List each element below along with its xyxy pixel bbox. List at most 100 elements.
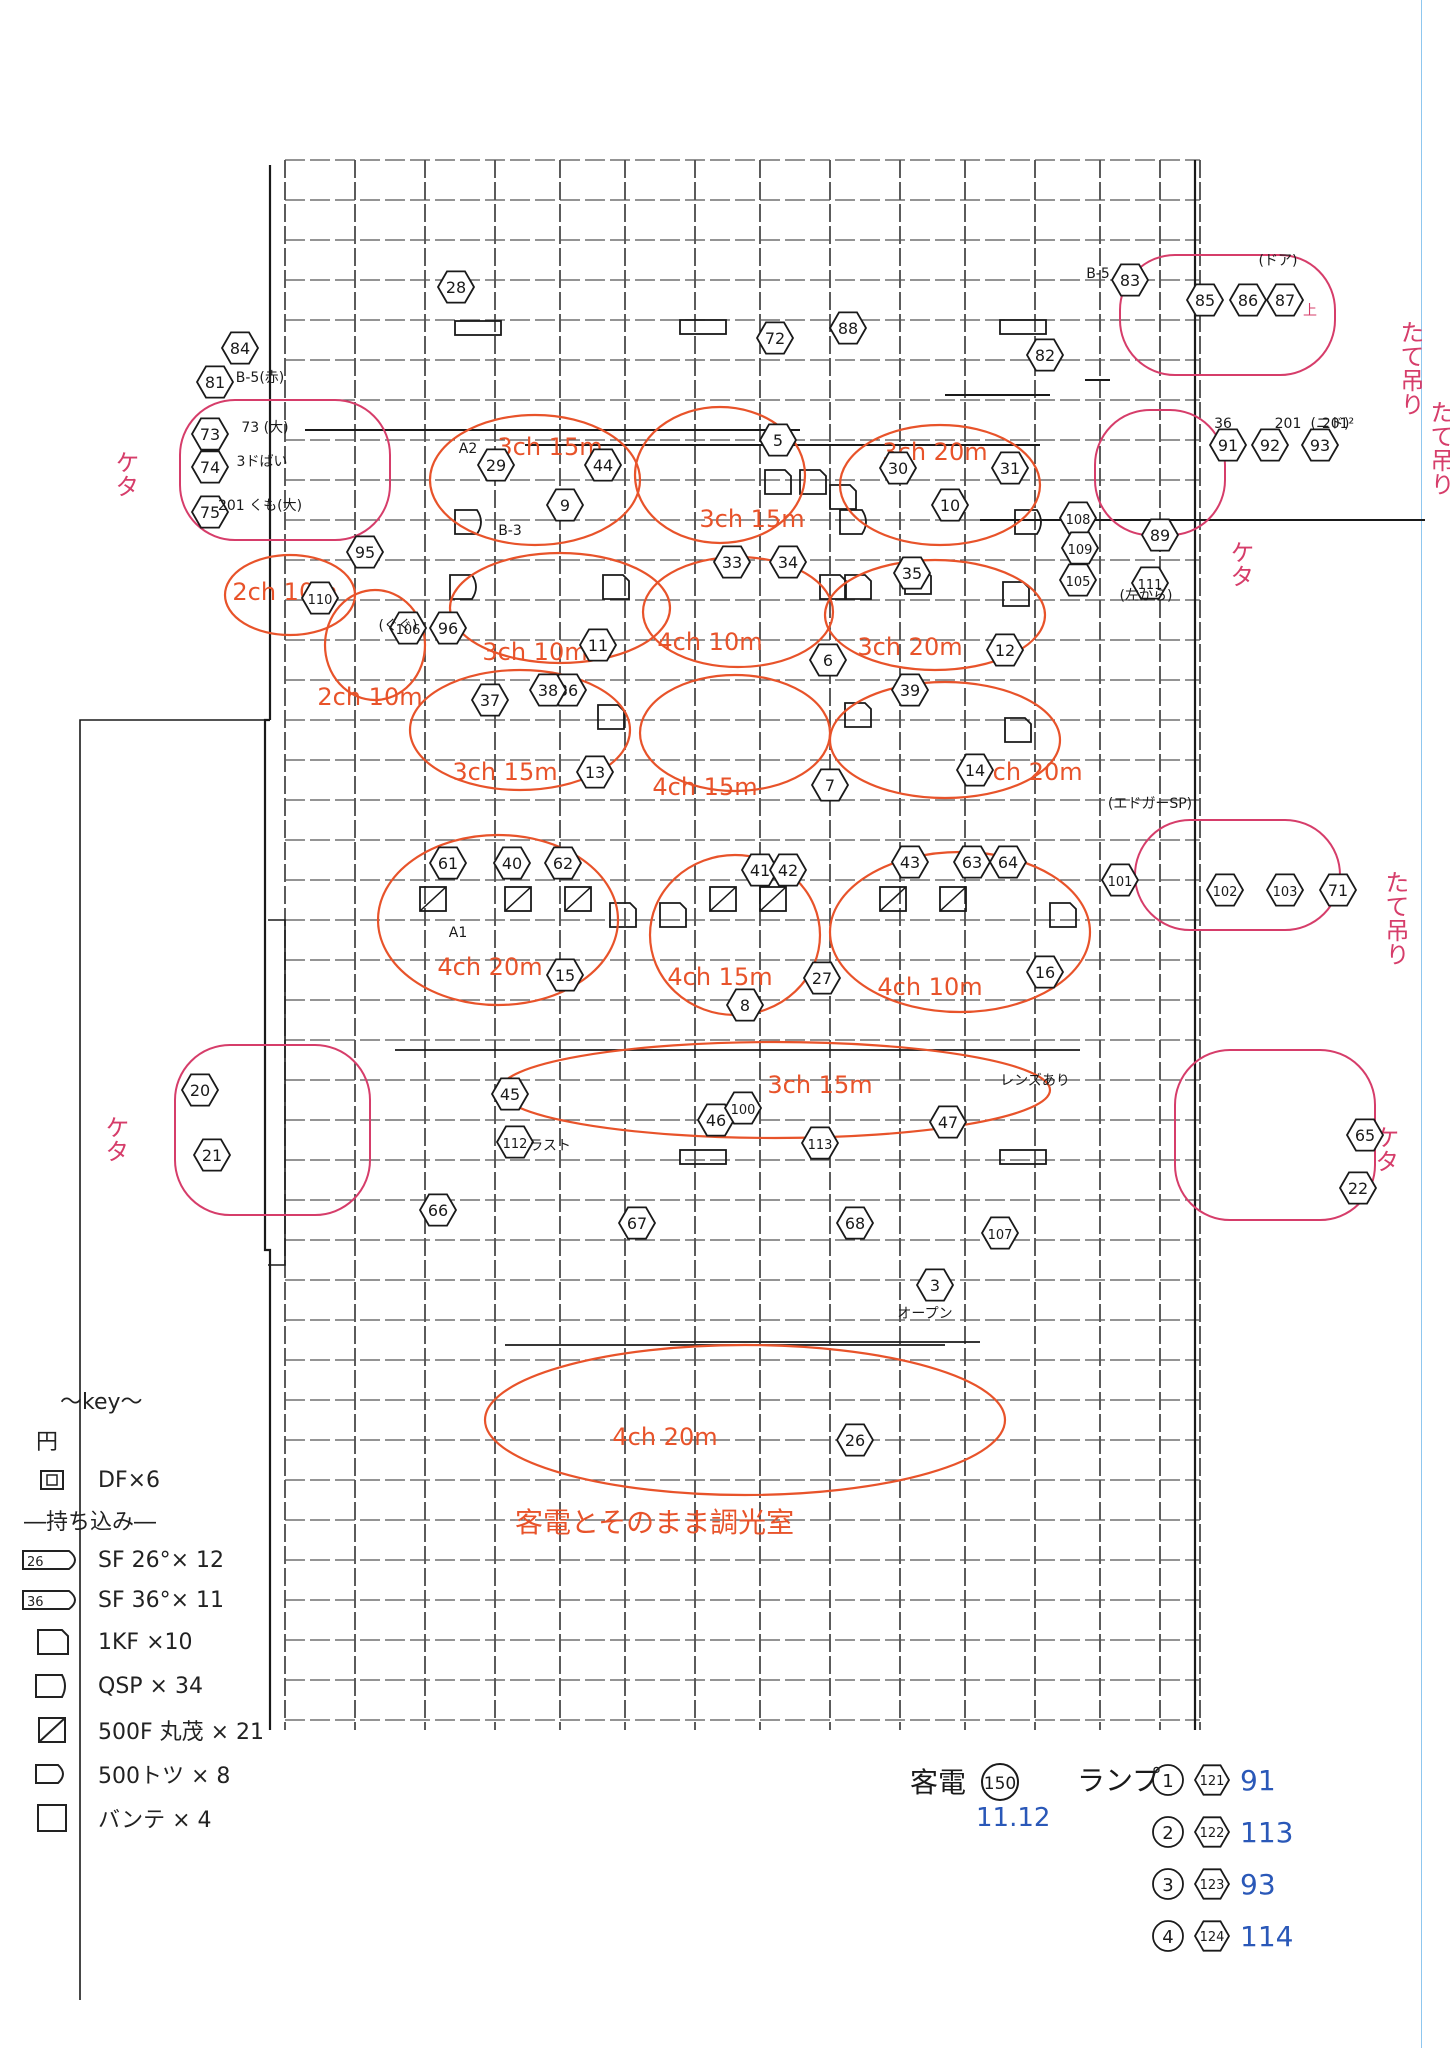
pipe-batten <box>454 320 502 336</box>
hex-bubble <box>1300 428 1340 462</box>
side-label: ケタ <box>1226 540 1254 588</box>
legend-sf36-label: SF 36°× 11 <box>98 1587 225 1613</box>
hex-bubble-number: 22 <box>1348 1179 1368 1198</box>
hex-bubble <box>1338 1171 1378 1205</box>
hex-bubble <box>915 1268 955 1302</box>
legend-row-df: DF×6 <box>20 1460 320 1500</box>
legend-row-kf: 1KF ×10 <box>20 1620 320 1664</box>
hex-bubble-number: 75 <box>200 503 220 522</box>
hex-bubble <box>1100 863 1140 897</box>
circuit-label: オープン <box>897 1306 952 1322</box>
hex-bubble-number: 88 <box>838 319 858 338</box>
f500-icon <box>20 1715 84 1745</box>
fixture-500f <box>564 886 592 912</box>
notes: 客電とそのまま調光室 客電 150 11.12 ランプ <box>515 1506 1160 1833</box>
fixture-500f-mark <box>939 886 967 912</box>
hex-bubble-number: 67 <box>627 1214 647 1233</box>
hex-bubble-number: 37 <box>480 691 500 710</box>
legend-qsp-label: QSP × 34 <box>98 1673 203 1699</box>
cable-group-label: 4ch 10m <box>877 973 982 1001</box>
pipe-lines <box>305 319 1425 1346</box>
circuit-label: (左から) <box>1120 588 1173 604</box>
cable-group-outline <box>633 405 807 545</box>
hex-bubble-number: 7 <box>825 776 835 795</box>
hex-bubble <box>890 673 930 707</box>
hex-bubble <box>696 1103 736 1137</box>
hex-bubble-number: 63 <box>962 853 982 872</box>
fixture-1kf <box>844 702 872 728</box>
house-light-label: 客電 <box>910 1766 966 1799</box>
hex-bubble <box>180 1073 220 1107</box>
hex-bubble <box>930 488 970 522</box>
legend-row-sf26: 26 SF 26°× 12 <box>20 1540 320 1580</box>
hex-bubble <box>578 628 618 662</box>
hex-bubble-number: 62 <box>553 854 573 873</box>
fixtures <box>419 469 1077 928</box>
circuit-label: 73 (大) <box>241 420 288 436</box>
lamp-row-value: 114 <box>1240 1920 1293 1953</box>
lamp-row-hex <box>1193 1920 1231 1952</box>
hex-bubble <box>190 495 230 529</box>
hex-bubble-number: 10 <box>940 496 960 515</box>
cable-group-outline <box>838 423 1042 547</box>
hex-bubble <box>1345 1118 1385 1152</box>
hex-bubble-number: 11 <box>588 636 608 655</box>
hex-bubble-number: 9 <box>560 496 570 515</box>
lamp-row-value: 93 <box>1240 1868 1276 1901</box>
hex-bubble-number: 33 <box>722 553 742 572</box>
side-box <box>1119 254 1336 376</box>
circuit-label: (ニド) <box>1311 416 1350 432</box>
kf-icon <box>20 1626 84 1658</box>
cable-group-label: 3ch 20m <box>857 633 962 661</box>
circuit-label: B-5(赤) <box>236 370 285 386</box>
hex-bubble-number: 30 <box>888 459 908 478</box>
df-icon <box>20 1469 84 1491</box>
fixture-500f-mark <box>504 886 532 912</box>
hex-bubble-number: 20 <box>190 1081 210 1100</box>
hex-bubble <box>1130 566 1170 600</box>
hex-bubble <box>1318 873 1358 907</box>
circuit-label: 3ドばい <box>237 454 288 470</box>
pipe-batten <box>679 1149 727 1165</box>
lamp-row-number: 2 <box>1162 1823 1173 1844</box>
hex-bubble <box>990 451 1030 485</box>
legend-section-1: 円 <box>36 1430 59 1455</box>
legend-df-label: DF×6 <box>98 1467 161 1493</box>
hex-bubble <box>980 1216 1020 1250</box>
hex-bubble-number: 110 <box>308 593 333 608</box>
hex-bubble <box>800 1126 840 1160</box>
hex-bubble <box>300 581 340 615</box>
hex-bubble-number: 91 <box>1218 436 1238 455</box>
cable-group-label: 4ch 15m <box>667 963 772 991</box>
hex-bubble <box>712 545 752 579</box>
hex-bubble <box>428 611 468 645</box>
hex-bubble-number: 29 <box>486 456 506 475</box>
hex-bubble <box>802 961 842 995</box>
legend-row-sf36: 36 SF 36°× 11 <box>20 1580 320 1620</box>
hex-bubble <box>545 488 585 522</box>
hex-bubble-number: 28 <box>446 278 466 297</box>
lamp-row-number: 1 <box>1162 1771 1173 1792</box>
hex-bubble-number: 112 <box>503 1137 528 1152</box>
hex-bubble <box>418 1193 458 1227</box>
legend-section-2: ―持ち込み― <box>24 1510 157 1535</box>
fixture-1kf <box>799 469 827 495</box>
hex-bubble-number: 86 <box>1238 291 1258 310</box>
lamp-row-circle <box>1152 1816 1184 1848</box>
cable-group-outline <box>483 1343 1007 1497</box>
side-box <box>1134 819 1341 931</box>
fixture-500f-mark <box>879 886 907 912</box>
side-label: たて吊り <box>1396 320 1424 416</box>
circuit-label: (ぐぐ) <box>379 618 418 634</box>
cable-group-label: 2ch 10m <box>317 683 422 711</box>
pipe-batten <box>999 319 1047 335</box>
cable-group-outline <box>376 833 620 1007</box>
hex-bubble <box>1265 283 1305 317</box>
hex-bubble <box>828 311 868 345</box>
house-light-note: 客電とそのまま調光室 <box>515 1506 794 1539</box>
house-light-number: 150 <box>984 1774 1016 1794</box>
legend-title: ～key～ <box>60 1390 143 1415</box>
hex-bubble <box>1250 428 1290 462</box>
lamp-row-number: 4 <box>1162 1927 1173 1948</box>
